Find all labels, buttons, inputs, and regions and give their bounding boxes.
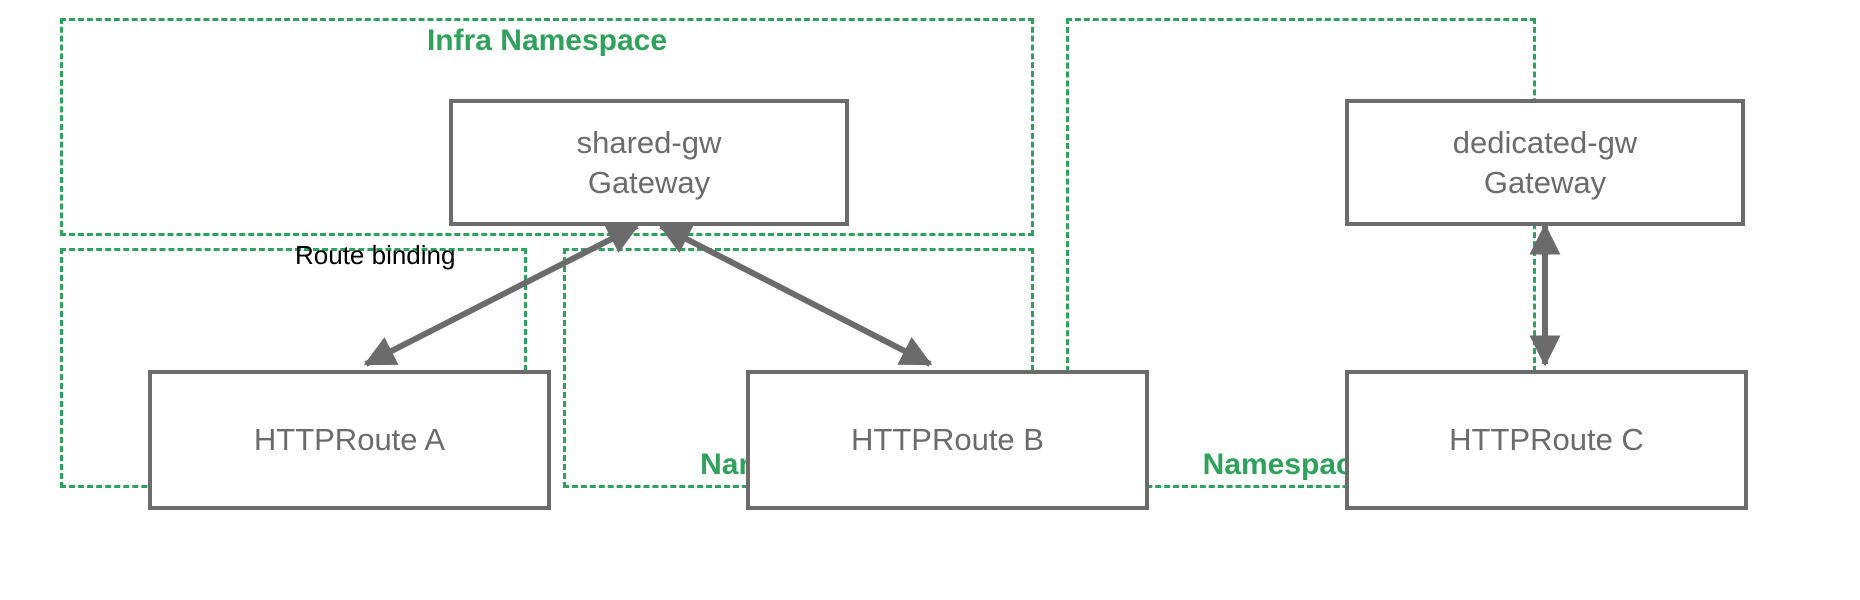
node-httproute-c-label: HTTPRoute C [1449, 422, 1644, 458]
node-dedicated-gw-gateway[interactable]: dedicated-gw Gateway [1345, 99, 1745, 226]
edge-shared-gw-httproute-b [658, 223, 933, 367]
edge-shared-gw-httproute-a [363, 223, 640, 367]
namespace-label-infra: Infra Namespace [426, 24, 668, 57]
node-shared-gw-gateway[interactable]: shared-gw Gateway [449, 99, 849, 226]
node-httproute-b-label: HTTPRoute B [851, 422, 1044, 458]
node-dedicated-gw-line1: dedicated-gw [1452, 124, 1638, 160]
node-shared-gw-line1: shared-gw [576, 124, 722, 160]
node-shared-gw-line2: Gateway [587, 164, 711, 200]
node-httproute-a-label: HTTPRoute A [253, 422, 446, 458]
edge-label-route-binding: Route binding [295, 240, 456, 270]
node-httproute-a[interactable]: HTTPRoute A [148, 370, 551, 510]
node-httproute-c[interactable]: HTTPRoute C [1345, 370, 1748, 510]
node-httproute-b[interactable]: HTTPRoute B [746, 370, 1149, 510]
node-dedicated-gw-line2: Gateway [1483, 164, 1607, 200]
